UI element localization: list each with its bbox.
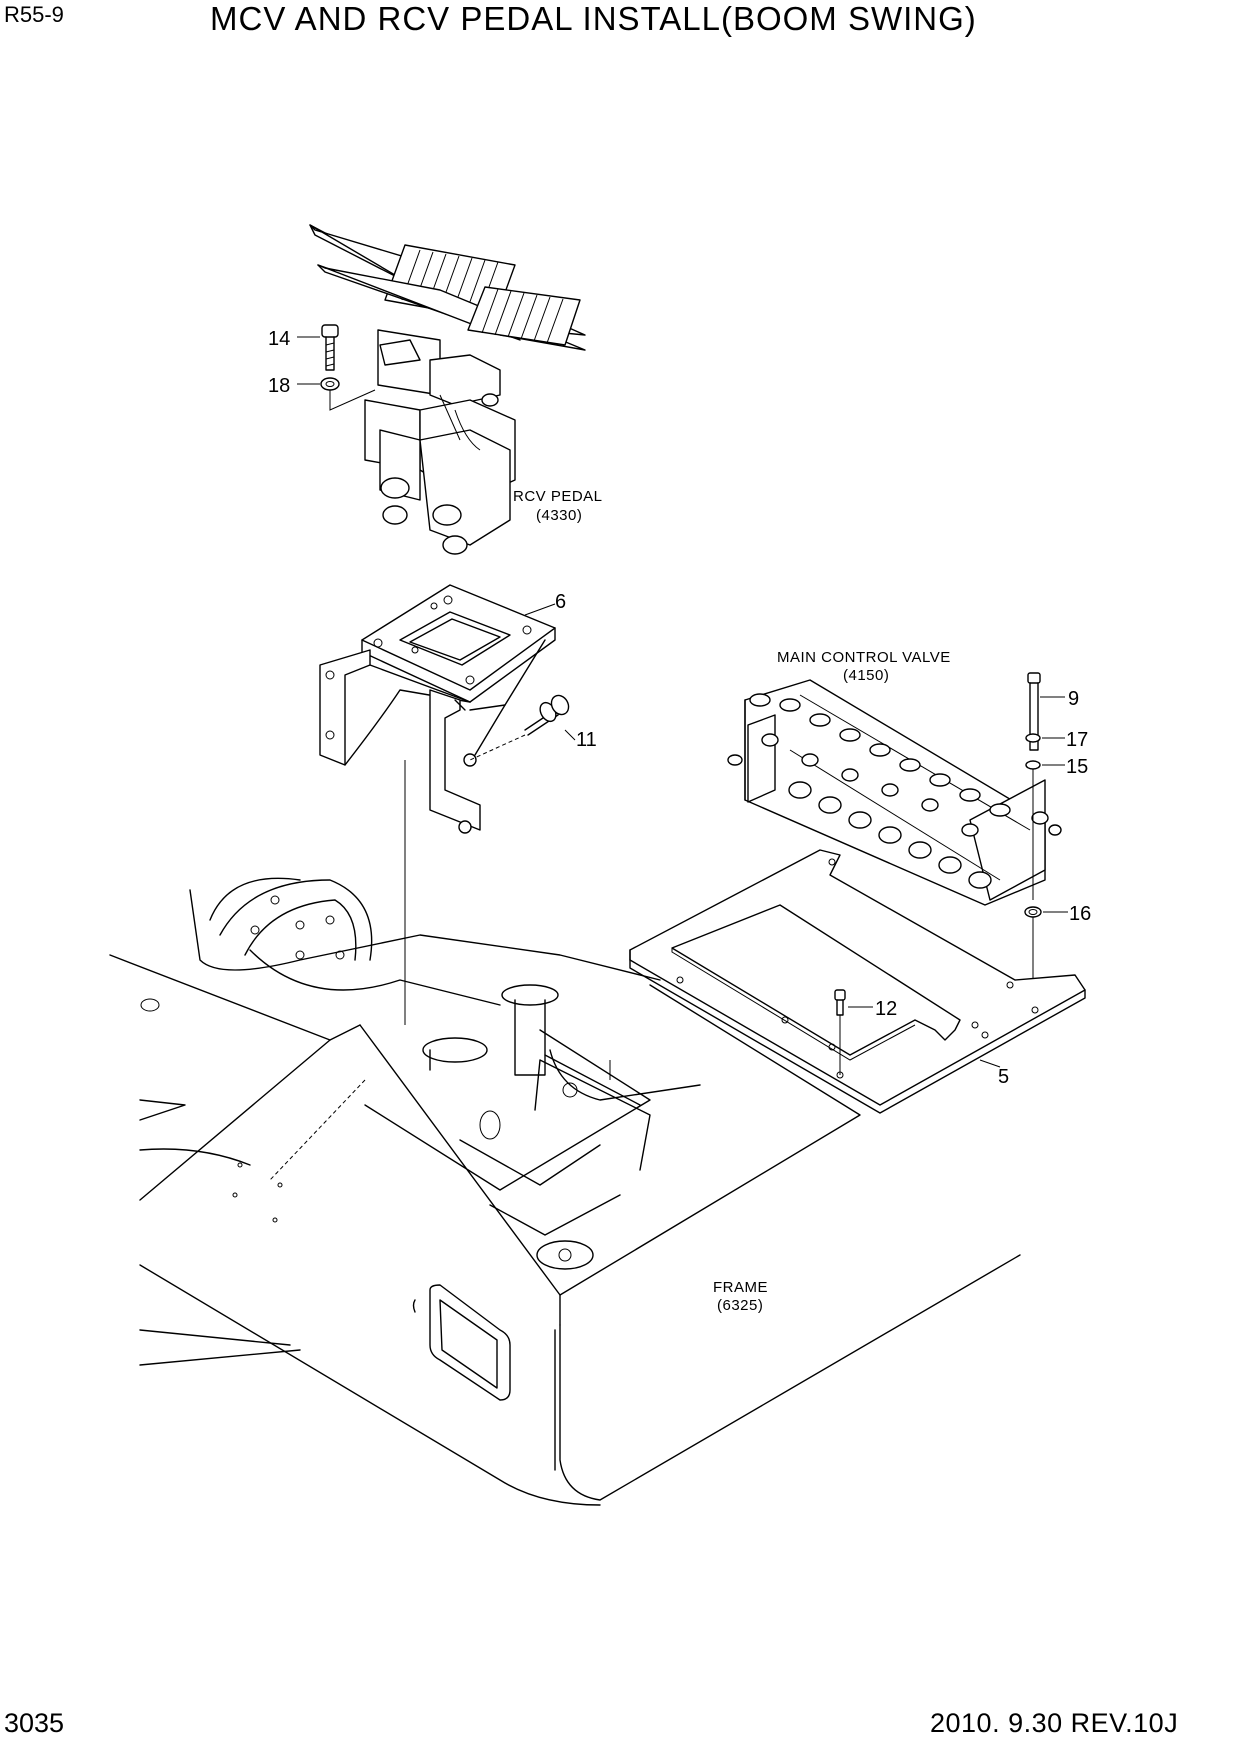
- rcv-pedal-label: RCV PEDAL: [513, 488, 603, 505]
- callout-18: 18: [268, 375, 290, 397]
- rcv-pedal-assembly: RCV PEDAL (4330): [309, 224, 603, 555]
- page-number: 3035: [4, 1708, 65, 1738]
- bolt-9: [1027, 672, 1041, 751]
- bolt-14: [321, 324, 339, 371]
- callout-6: 6: [555, 591, 566, 613]
- main-control-valve-assembly: MAIN CONTROL VALVE (4150): [727, 649, 1062, 906]
- mcv-label: MAIN CONTROL VALVE: [777, 649, 951, 666]
- page-title: MCV AND RCV PEDAL INSTALL(BOOM SWING): [210, 0, 977, 37]
- model-code: R55-9: [4, 2, 64, 27]
- callout-16: 16: [1069, 903, 1091, 925]
- callout-17: 17: [1066, 729, 1088, 751]
- frame-code: (6325): [717, 1297, 763, 1314]
- callout-11: 11: [576, 729, 597, 751]
- washer-15: [1025, 760, 1041, 900]
- frame-structure: FRAME (6325): [109, 760, 1021, 1506]
- callout-9: 9: [1068, 688, 1079, 710]
- frame-label: FRAME: [713, 1279, 768, 1296]
- callout-15: 15: [1066, 756, 1088, 778]
- washer-18: [320, 377, 376, 411]
- rcv-pedal-code: (4330): [536, 507, 582, 524]
- bolt-11: [469, 694, 570, 761]
- callout-5: 5: [998, 1066, 1009, 1088]
- pedal-bracket-6: [319, 584, 556, 834]
- callouts: 14 18 6 11 9 17 15 16 12 5: [268, 328, 1091, 1088]
- callout-14: 14: [268, 328, 290, 350]
- valve-spools: [727, 693, 1062, 889]
- revision-date: 2010. 9.30 REV.10J: [930, 1708, 1179, 1738]
- callout-12: 12: [875, 998, 897, 1020]
- washer-17: [1025, 733, 1041, 743]
- mcv-code: (4150): [843, 667, 889, 684]
- bolt-12: [834, 989, 846, 1075]
